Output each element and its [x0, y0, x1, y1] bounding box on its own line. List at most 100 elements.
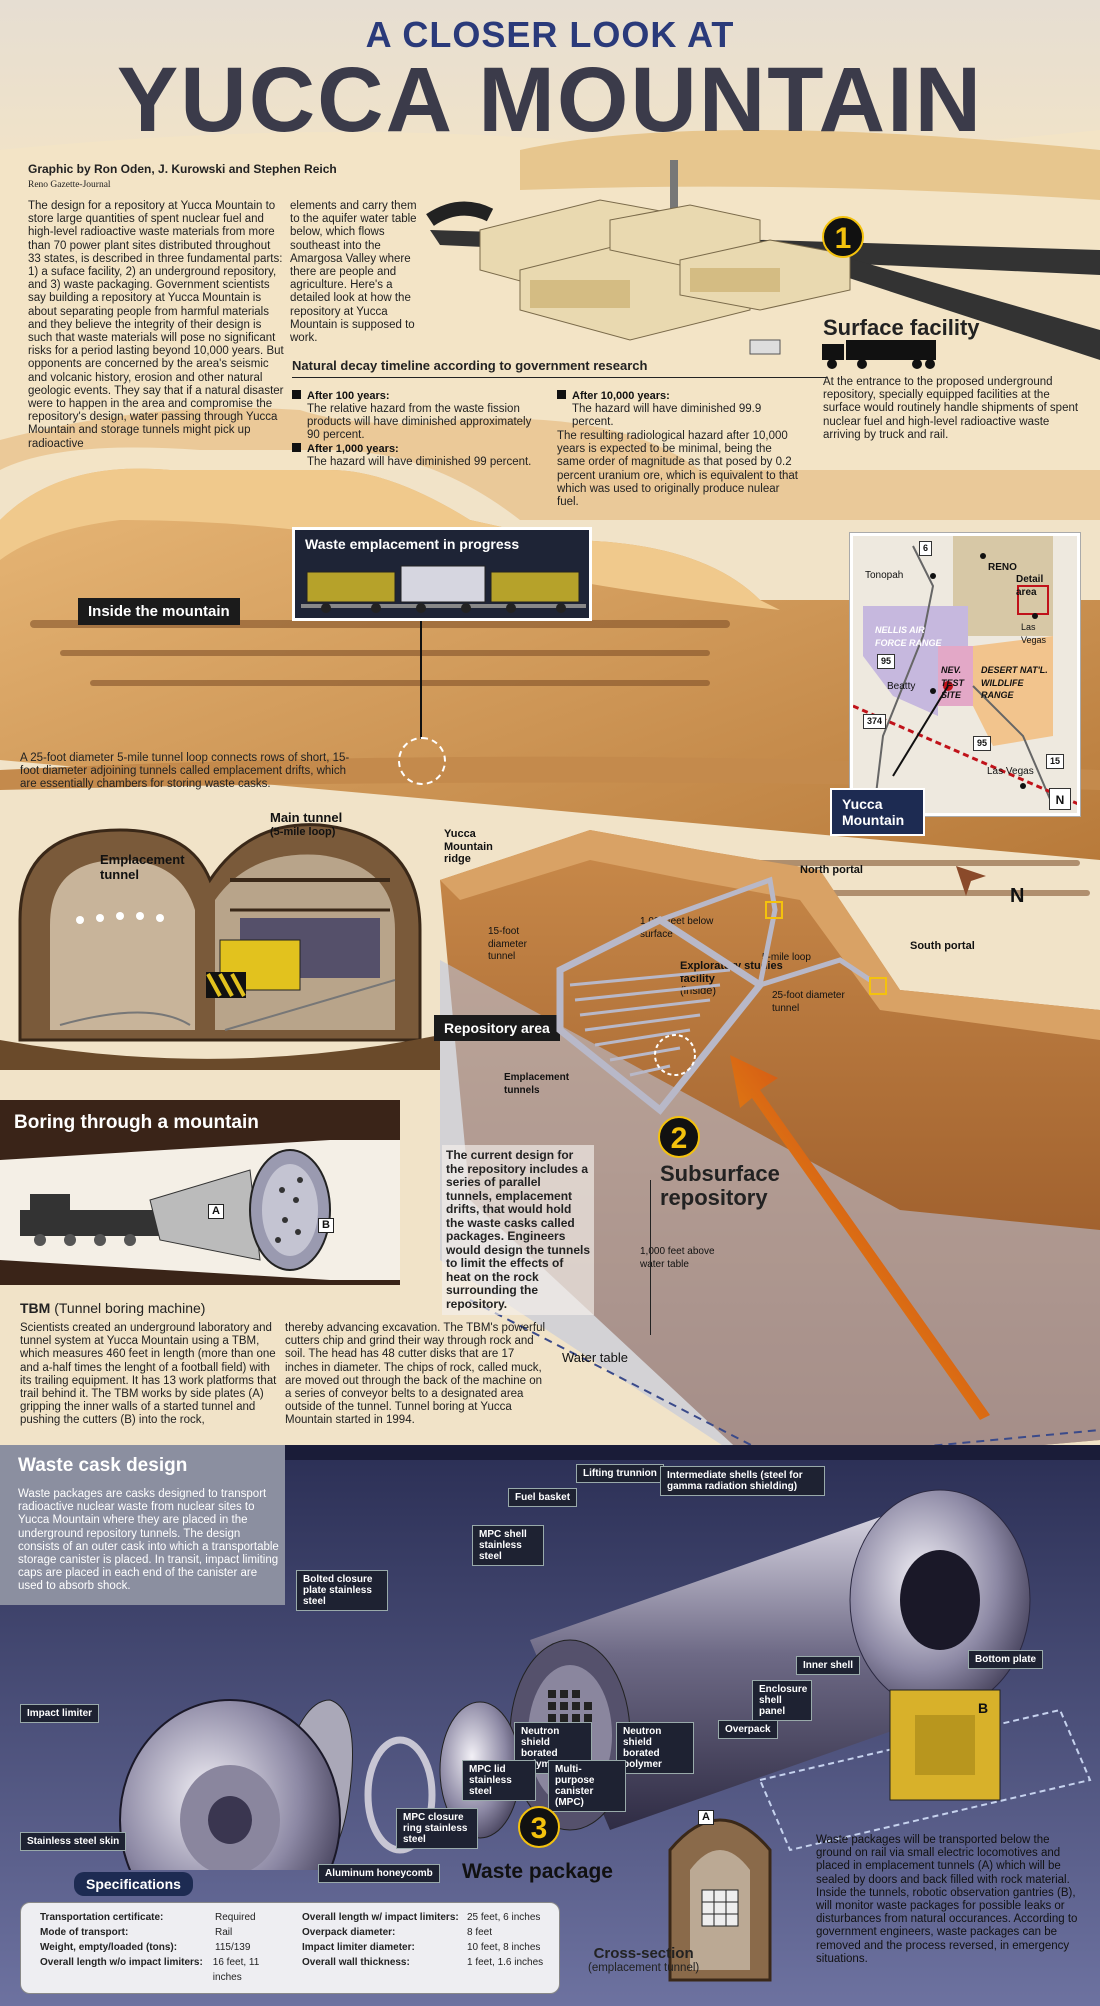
- tunnel-loop-text: A 25-foot diameter 5-mile tunnel loop co…: [20, 752, 350, 791]
- cask-text: Waste packages are casks designed to tra…: [18, 1488, 279, 1593]
- twentyfive-foot-label: 25-foot diameter tunnel: [772, 990, 845, 1014]
- timeline-head: After 100 years:: [307, 390, 390, 402]
- depth-line: [650, 1180, 651, 1335]
- callout-mpc-ring: MPC closure ring stainless steel: [396, 1808, 478, 1849]
- callout-mpc-lid: MPC lid stainless steel: [462, 1760, 536, 1801]
- map-label-nellis: NELLIS AIR FORCE RANGE: [875, 625, 942, 648]
- timeline-head: After 1,000 years:: [307, 443, 399, 455]
- main-tunnel-sub: (5-mile loop): [270, 825, 336, 838]
- timeline-item-100: After 100 years: The relative hazard fro…: [292, 390, 542, 442]
- map-highway-6: 6: [919, 541, 933, 556]
- transport-text: Waste packages will be transported below…: [816, 1834, 1078, 1965]
- byline: Graphic by Ron Oden, J. Kurowski and Ste…: [28, 162, 337, 176]
- emplacement-tunnel-label: Emplacement tunnel: [100, 852, 185, 882]
- cross-section-title: Cross-section (emplacement tunnel): [588, 1945, 699, 1974]
- tbm-label-b: B: [318, 1218, 334, 1233]
- spec-row: Overall length w/ impact limiters:25 fee…: [302, 1910, 552, 1925]
- truck-icon: [822, 340, 936, 369]
- spec-value: 10 feet, 8 inches: [467, 1942, 541, 1953]
- callout-multi-purpose: Multi-purpose canister (MPC): [548, 1760, 626, 1812]
- cross-section-illustration: [668, 1818, 772, 1982]
- loop-label: 5-mile loop: [762, 952, 811, 963]
- map-shapes: [853, 536, 1077, 813]
- callout-bottom-plate: Bottom plate: [968, 1650, 1044, 1669]
- spec-key: Overall wall thickness:: [302, 1957, 410, 1968]
- map-highway-374: 374: [863, 714, 887, 729]
- specs-title: Specifications: [74, 1872, 193, 1896]
- timeline-item-1000: After 1,000 years: The hazard will have …: [292, 443, 542, 469]
- callout-lifting-trunnion: Lifting trunnion: [576, 1464, 664, 1483]
- north-arrow-icon: N: [1010, 885, 1025, 907]
- bullet-icon: [292, 443, 301, 452]
- map-label-reno: RENO: [988, 562, 1017, 573]
- depth-above-label: 1,000 feet above water table: [640, 1246, 715, 1270]
- water-table-label: Water table: [562, 1350, 628, 1365]
- specs-panel: [20, 1902, 560, 1994]
- spec-row: Weight, empty/loaded (tons): 115/139: [40, 1940, 290, 1955]
- spec-value: 16 feet, 11 inches: [212, 1957, 260, 1983]
- spec-row: Overall length w/o impact limiters: 16 fe…: [40, 1955, 290, 1985]
- timeline-title: Natural decay timeline according to gove…: [292, 358, 648, 373]
- subsurface-title-line1: Subsurface: [660, 1161, 780, 1186]
- spec-row: Mode of transport: Rail: [40, 1925, 290, 1940]
- subsurface-title: Subsurface repository: [660, 1162, 780, 1210]
- spec-key: Impact limiter diameter:: [302, 1942, 415, 1953]
- map-label-test-site: NEV. TEST SITE: [941, 665, 965, 700]
- map-highway-95b: 95: [973, 736, 992, 751]
- cask-intro-panel: [0, 1445, 285, 1605]
- tbm-illustration: [0, 1140, 400, 1280]
- map-north-icon: N: [1049, 788, 1071, 810]
- cask-title: Waste cask design: [18, 1455, 188, 1476]
- depth-below-label: 1,000 feet below surface: [640, 916, 714, 940]
- south-portal-label: South portal: [910, 940, 975, 952]
- map-highway-95a: 95: [877, 654, 896, 669]
- surface-title: Surface facility: [823, 315, 980, 340]
- pretitle: A CLOSER LOOK AT: [365, 14, 735, 55]
- locomotive-illustration: [301, 565, 586, 613]
- tbm-label-a: A: [208, 1204, 224, 1219]
- callout-overpack: Overpack: [718, 1720, 778, 1739]
- spec-key: Overall length w/ impact limiters:: [302, 1912, 459, 1923]
- timeline-text: The relative hazard from the waste fissi…: [307, 402, 532, 441]
- surface-text: At the entrance to the proposed undergro…: [823, 376, 1079, 441]
- repository-tunnel-grid: [556, 876, 887, 1115]
- callout-neutron-shield-2: Neutron shield borated polymer: [616, 1722, 694, 1774]
- north-portal-label: North portal: [800, 864, 863, 876]
- callout-fuel-basket: Fuel basket: [508, 1488, 578, 1507]
- spec-key: Mode of transport:: [40, 1927, 129, 1938]
- tbm-col2: thereby advancing excavation. The TBM's …: [285, 1322, 546, 1427]
- callout-intermediate-shells: Intermediate shells (steel for gamma rad…: [660, 1466, 825, 1496]
- tbm-heading: TBM (Tunnel boring machine): [20, 1300, 205, 1316]
- tbm-heading-bold: TBM: [20, 1300, 51, 1316]
- callout-steel-skin: Stainless steel skin: [20, 1832, 127, 1851]
- pointer-line: [420, 621, 422, 739]
- spec-key: Weight, empty/loaded (tons):: [40, 1942, 178, 1953]
- timeline-rule: [292, 377, 827, 378]
- spec-key: Transportation certificate:: [40, 1912, 164, 1923]
- inset-map: RENO Tonopah Detail area NELLIS AIR FORC…: [850, 533, 1080, 816]
- tunnel-cutaway: [0, 823, 440, 1070]
- spec-key: Overall length w/o impact limiters:: [40, 1957, 203, 1968]
- spec-value: Required: [215, 1912, 256, 1923]
- spec-row: Impact limiter diameter: 10 feet, 8 inche…: [302, 1940, 552, 1955]
- spec-value: Rail: [215, 1927, 233, 1938]
- cross-section-heading: Cross-section: [593, 1945, 694, 1962]
- cross-section-label-a: A: [698, 1810, 714, 1825]
- timeline-text: The hazard will have diminished 99.9 per…: [572, 402, 762, 428]
- map-label-lasvegas: Las Vegas: [987, 766, 1034, 777]
- source: Reno Gazette-Journal: [28, 180, 111, 190]
- boring-title: Boring through a mountain: [14, 1112, 259, 1133]
- bullet-icon: [557, 390, 566, 399]
- spec-value: 115/139: [215, 1942, 251, 1953]
- map-label-desert: DESERT NAT'L. WILDLIFE RANGE: [981, 665, 1048, 700]
- map-label-detail: Detail area: [1016, 574, 1044, 598]
- emplacement-title: Waste emplacement in progress: [305, 536, 520, 552]
- spec-key: Overpack diameter:: [302, 1927, 396, 1938]
- spec-value: 1 feet, 1.6 inches: [467, 1957, 544, 1968]
- callout-bolted-plate: Bolted closure plate stainless steel: [296, 1570, 388, 1611]
- map-label-lasvegas-small: Las Vegas: [1021, 622, 1047, 645]
- timeline-text: The hazard will have diminished 99 perce…: [307, 455, 532, 468]
- fifteen-foot-label: 15-foot diameter tunnel: [488, 926, 527, 962]
- timeline-item-10000: After 10,000 years: The hazard will have…: [557, 390, 797, 429]
- spec-row: Transportation certificate: Required: [40, 1910, 290, 1925]
